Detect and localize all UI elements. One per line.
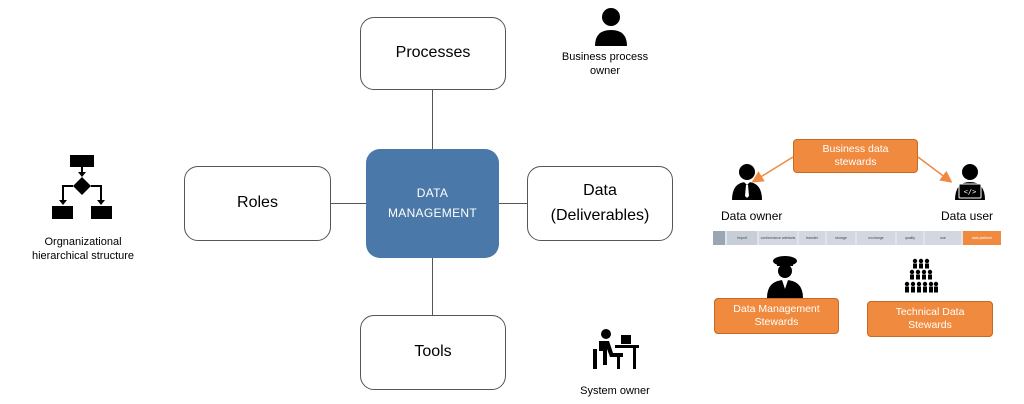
data-user-label: Data user <box>941 209 994 223</box>
connector-top <box>432 89 433 149</box>
crowd-icon <box>904 258 939 293</box>
connector-right <box>499 203 528 204</box>
technical-data-stewards-box: Technical Data Stewards <box>867 301 993 337</box>
businessman-icon <box>732 164 762 200</box>
tools-label: Tools <box>414 343 452 361</box>
pipeline-stage: storage <box>827 231 855 245</box>
business-process-owner-caption: Business process owner <box>561 51 649 78</box>
org-structure-caption: Orgnanizational hierarchical structure <box>31 236 135 263</box>
pipeline-end: data platform <box>963 231 1001 245</box>
pipeline-stage: transfer <box>799 231 825 245</box>
deliverables-label: (Deliverables) <box>550 206 650 224</box>
processes-box: Processes <box>360 17 506 90</box>
person-icon <box>595 8 627 46</box>
connector-left <box>330 203 366 204</box>
tools-box: Tools <box>360 315 506 390</box>
laptop-user-icon: </> <box>955 164 985 200</box>
data-label: Data <box>583 181 617 199</box>
business-data-stewards-box: Business data stewards <box>793 139 918 173</box>
steward-arrows <box>751 156 953 183</box>
pipeline-stage: conformance artefacts <box>759 231 797 245</box>
center-label-1: DATA <box>416 186 449 201</box>
org-chart-icon <box>52 155 112 219</box>
pipeline-stage: import <box>727 231 757 245</box>
center-label-2: MANAGEMENT <box>387 205 477 220</box>
svg-text:</>: </> <box>964 188 977 196</box>
processes-label: Processes <box>395 44 471 62</box>
system-owner-caption: System owner <box>580 385 650 397</box>
data-owner-label: Data owner <box>721 209 783 223</box>
pipeline-start-icon <box>713 231 725 245</box>
data-box: Data (Deliverables) <box>527 166 673 241</box>
roles-label: Roles <box>237 194 278 212</box>
roles-box: Roles <box>184 166 331 241</box>
pipeline-stage: quality <box>897 231 923 245</box>
connector-bottom <box>432 258 433 316</box>
data-management-box: DATA MANAGEMENT <box>366 149 499 258</box>
pipeline-stage: use <box>925 231 961 245</box>
desk-worker-icon <box>593 329 639 369</box>
pipeline-strip: import conformance artefacts transfer st… <box>713 231 1001 245</box>
pipeline-stage: exchange <box>857 231 895 245</box>
officer-icon <box>767 256 803 298</box>
data-management-stewards-box: Data Management Stewards <box>714 298 839 334</box>
